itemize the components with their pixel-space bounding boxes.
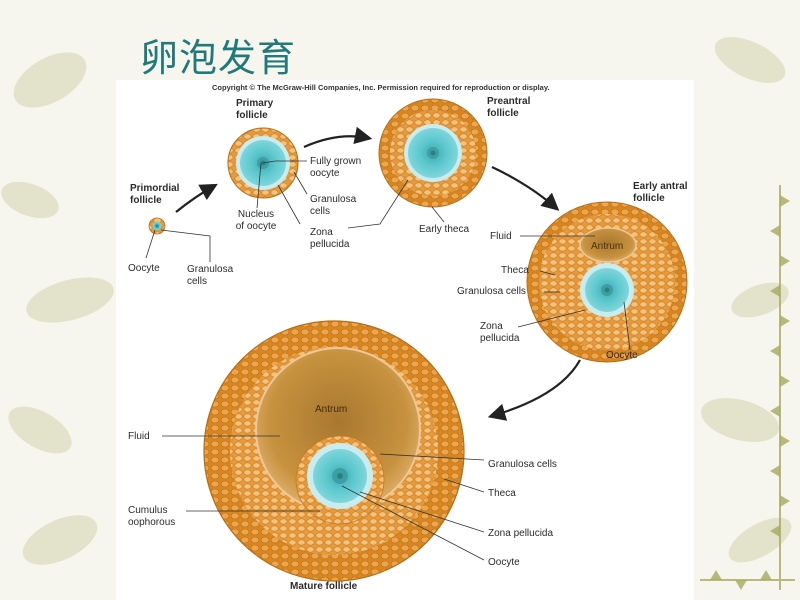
mature-oocyte-label: Oocyte [488,557,520,568]
mature-title: Mature follicle [290,581,358,592]
early-theca-label: Early theca [419,224,470,235]
primordial-title-l1: Primordial [130,183,180,194]
fully-grown-oocyte-l1: Fully grown [310,156,362,167]
arrow-primary-to-preantral [303,126,373,149]
early-antral-theca-label: Theca [501,265,529,276]
early-antral-zona-l2: pellucida [480,333,520,344]
primary-granulosa-l1: Granulosa [310,194,357,205]
preantral-title-l1: Preantral [487,96,531,107]
primary-granulosa-l2: cells [310,206,331,217]
nucleus-label-l2: of oocyte [235,221,277,232]
mature-theca-label: Theca [488,488,516,499]
mature-granulosa-label: Granulosa cells [488,459,557,470]
preantral-title-l2: follicle [487,108,519,119]
mature-follicle [203,320,465,582]
primordial-granulosa-l1: Granulosa [187,264,234,275]
mature-zona-label: Zona pellucida [488,528,554,539]
preantral-follicle [378,98,488,208]
cumulus-label-l1: Cumulus [128,505,168,516]
leader-lines [145,160,631,561]
primordial-oocyte-label: Oocyte [128,263,160,274]
primary-title-l2: follicle [236,110,268,121]
nucleus-label-l1: Nucleus [237,209,275,220]
primary-title-l1: Primary [236,98,274,109]
cumulus-label-l2: oophorous [128,517,176,528]
primary-zona-l2: pellucida [310,239,350,250]
arrow-early-antral-to-mature [487,359,581,421]
early-antral-granulosa-label: Granulosa cells [457,286,526,297]
early-antral-follicle [526,201,688,363]
primary-zona-l1: Zona [310,227,333,238]
arrow-primordial-to-primary [175,183,218,213]
mature-antrum-label: Antrum [315,404,348,415]
early-antral-zona-l1: Zona [480,321,503,332]
primordial-follicle [148,217,166,235]
fully-grown-oocyte-l2: oocyte [310,168,340,179]
arrow-preantral-to-early-antral [491,166,560,211]
slide-title: 卵泡发育 [140,36,297,80]
early-antral-title-l1: Early antral [633,181,688,192]
copyright-notice: Copyright © The McGraw-Hill Companies, I… [212,83,550,92]
early-antral-title-l2: follicle [633,193,665,204]
mature-fluid-label: Fluid [128,431,150,442]
primordial-title-l2: follicle [130,195,162,206]
early-antral-antrum-label: Antrum [591,241,624,252]
early-antral-oocyte-label: Oocyte [606,350,638,361]
primordial-granulosa-l2: cells [187,276,208,287]
stage-arrows [175,126,581,421]
early-antral-fluid-label: Fluid [490,231,512,242]
